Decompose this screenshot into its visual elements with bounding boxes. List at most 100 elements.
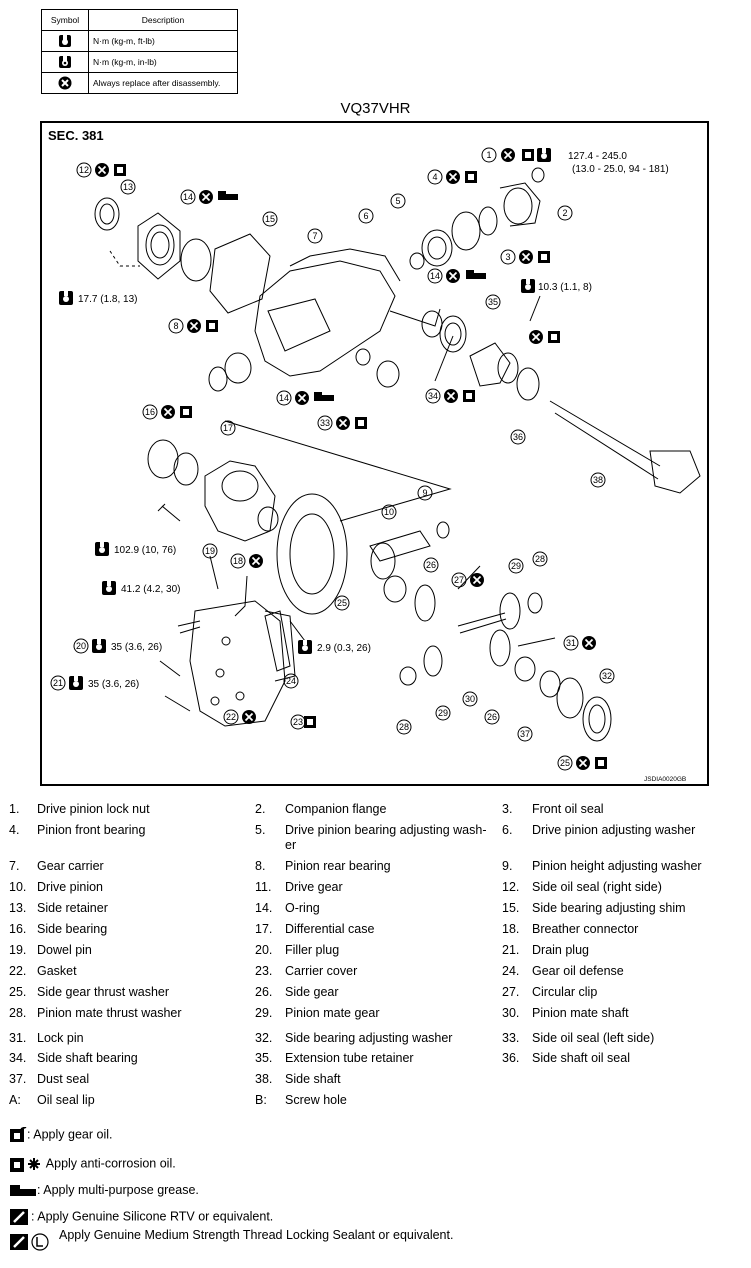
part-number: 10.	[9, 880, 27, 894]
part-name: Front oil seal	[532, 802, 604, 816]
part-name: Carrier cover	[285, 964, 358, 978]
part-name: Drive pinion adjusting washer	[532, 823, 696, 837]
svg-text:21: 21	[53, 678, 63, 688]
part-name: Drive pinion lock nut	[37, 802, 150, 816]
part-number: 19.	[9, 943, 27, 957]
torque-17-7: 17.7 (1.8, 13)	[78, 294, 137, 305]
part-number: 14.	[255, 901, 273, 915]
part-number: 33.	[502, 1031, 520, 1045]
part-number: 9.	[502, 859, 513, 873]
part-name: Side retainer	[37, 901, 108, 915]
symbol-desc-2: N·m (kg-m, in-lb)	[88, 51, 238, 73]
legend-text-4: : Apply Genuine Silicone RTV or equivale…	[31, 1209, 274, 1224]
part-number: 38.	[255, 1072, 273, 1086]
part-number: 5.	[255, 823, 266, 837]
part-number: 2.	[255, 802, 266, 816]
model-title: VQ37VHR	[340, 100, 411, 117]
part-name: Gear carrier	[37, 859, 104, 873]
part-number: 26.	[255, 985, 273, 999]
part-number: 29.	[255, 1006, 273, 1020]
torque-1: 127.4 - 245.0	[568, 151, 627, 162]
gear-oil-icon	[10, 1126, 27, 1142]
legend-text-2: Apply anti-corrosion oil.	[43, 1156, 176, 1171]
section-label: SEC. 381	[48, 128, 104, 143]
svg-text:32: 32	[602, 671, 612, 681]
svg-text:4: 4	[432, 172, 437, 182]
symbol-desc-1: N·m (kg-m, ft-lb)	[88, 30, 238, 52]
part-number: 37.	[9, 1072, 27, 1086]
part-name: Companion flange	[285, 802, 387, 816]
part-name: Dowel pin	[37, 943, 92, 957]
part-name: Pinion mate thrust washer	[37, 1006, 182, 1020]
svg-text:25: 25	[560, 758, 570, 768]
part-name: Extension tube retainer	[285, 1051, 414, 1065]
part-number: 13.	[9, 901, 27, 915]
svg-text:24: 24	[286, 676, 296, 686]
torque-35-filler: 35 (3.6, 26)	[111, 642, 162, 653]
svg-text:14: 14	[279, 393, 289, 403]
svg-text:31: 31	[566, 638, 576, 648]
part-name: Pinion mate shaft	[532, 1006, 629, 1020]
part-name: Side oil seal (right side)	[532, 880, 662, 894]
part-number: 11.	[255, 880, 272, 894]
part-number: 21.	[502, 943, 520, 957]
svg-text:28: 28	[535, 554, 545, 564]
svg-text:2: 2	[562, 208, 567, 218]
svg-text:23: 23	[293, 717, 303, 727]
torque-1b: (13.0 - 25.0, 94 - 181)	[572, 164, 669, 175]
part-name: Oil seal lip	[37, 1093, 95, 1107]
part-name: Side gear thrust washer	[37, 985, 170, 999]
part-number: 36.	[502, 1051, 520, 1065]
part-number: 34.	[9, 1051, 27, 1065]
legend-text-3: : Apply multi-purpose grease.	[37, 1183, 199, 1197]
part-number: 7.	[9, 859, 20, 873]
svg-text:29: 29	[438, 708, 448, 718]
part-name: Filler plug	[285, 943, 340, 957]
part-name: O-ring	[285, 901, 320, 915]
part-name: Pinion mate gear	[285, 1006, 380, 1020]
part-name: Side oil seal (left side)	[532, 1031, 655, 1045]
torque-wrench-icon	[59, 35, 71, 47]
legend-silicone: : Apply Genuine Silicone RTV or equivale…	[9, 1208, 273, 1226]
part-number: 24.	[502, 964, 520, 978]
svg-text:28: 28	[399, 722, 409, 732]
torque-2-9: 2.9 (0.3, 26)	[317, 643, 371, 654]
legend-grease: : Apply multi-purpose grease.	[9, 1183, 199, 1198]
silicone-rtv-icon	[10, 1209, 28, 1225]
part-name: Breather connector	[532, 922, 639, 936]
torque-wrench-small-icon	[59, 56, 71, 68]
svg-text:1: 1	[486, 150, 491, 160]
svg-text:22: 22	[226, 712, 236, 722]
part-number: 4.	[9, 823, 20, 837]
svg-text:33: 33	[320, 418, 330, 428]
part-name: Side bearing	[37, 922, 108, 936]
part-name: Lock pin	[37, 1031, 84, 1045]
part-number: 1.	[9, 802, 20, 816]
grease-icon	[10, 1184, 36, 1196]
svg-text:6: 6	[363, 211, 368, 221]
anti-corrosion-oil-icon	[10, 1158, 40, 1172]
part-number: 12.	[502, 880, 520, 894]
part-number: 32.	[255, 1031, 273, 1045]
svg-text:35: 35	[488, 297, 498, 307]
torque-41-2: 41.2 (4.2, 30)	[121, 584, 180, 595]
part-number: 17.	[255, 922, 273, 936]
svg-text:34: 34	[428, 391, 438, 401]
part-number: 23.	[255, 964, 273, 978]
part-name: Drive gear	[285, 880, 343, 894]
part-name: Pinion height adjusting washer	[532, 859, 702, 873]
part-name: Side bearing adjusting shim	[532, 901, 686, 915]
part-number: 8.	[255, 859, 266, 873]
diagram-code: JSDIA0020GB	[644, 776, 687, 783]
part-number: B:	[255, 1093, 267, 1107]
part-name: Side shaft oil seal	[532, 1051, 630, 1065]
part-number: 20.	[255, 943, 273, 957]
svg-text:30: 30	[465, 694, 475, 704]
legend-thread-lock: Apply Genuine Medium Strength Thread Loc…	[9, 1228, 453, 1252]
svg-text:15: 15	[265, 214, 275, 224]
